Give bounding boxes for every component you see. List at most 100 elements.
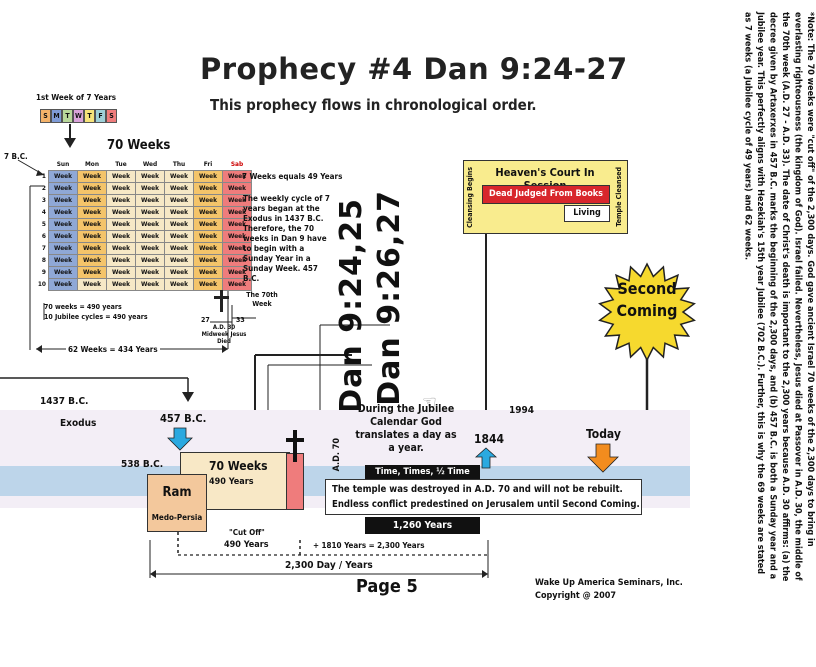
dead-judged-label: Dead Judged From Books (482, 185, 610, 204)
week-day-cell: S (40, 109, 51, 123)
week-cell: Week (164, 218, 194, 231)
week-cell: Week (106, 254, 136, 267)
weeks-column-header: Mon (84, 160, 99, 168)
week-cell: Week (77, 242, 107, 255)
row-number: 4 (41, 208, 46, 216)
week-cell: Week (135, 230, 165, 243)
jubilee-note: During the Jubilee Calendar God translat… (355, 403, 457, 454)
weeks-column-header: Wed (142, 160, 158, 168)
weeks-column-header: Thu (172, 160, 186, 168)
row-number: 10 (37, 280, 46, 288)
week-cell: Week (193, 278, 223, 291)
weeks-column-header: Tue (115, 160, 127, 168)
week-cell: Week (106, 218, 136, 231)
week-cell: Week (222, 266, 252, 279)
week-cell: Week (77, 206, 107, 219)
row-number: 9 (41, 268, 46, 276)
second-coming-starburst (598, 262, 696, 362)
week-cell: Week (106, 194, 136, 207)
week-cell: Week (106, 242, 136, 255)
row-number: 5 (41, 220, 46, 228)
row-number: 6 (41, 232, 46, 240)
week-cell: Week (48, 218, 78, 231)
week-day-cell: S (106, 109, 117, 123)
copyright: Copyright @ 2007 (535, 591, 617, 601)
week-day-cell: T (84, 109, 95, 123)
dan-label-1: Dan 9:24,25 (334, 198, 369, 414)
seventy-weeks-title: 70 Weeks (107, 138, 171, 153)
second-coming-label: Second Coming (616, 279, 678, 320)
row-number: 1 (41, 172, 46, 180)
week-cell: Week (48, 194, 78, 207)
week-cell: Week (164, 194, 194, 207)
week-day-cell: F (95, 109, 106, 123)
week-cell: Week (48, 182, 78, 195)
week-cell: Week (106, 206, 136, 219)
week-cell: Week (77, 254, 107, 267)
cross-right-year: 33 (236, 316, 245, 324)
week-cell: Week (48, 266, 78, 279)
ram-year: 538 B.C. (121, 459, 164, 470)
weeks-column-header: Sun (56, 160, 70, 168)
cut-off-label: "Cut Off" (229, 528, 265, 537)
decree-year: 457 B.C. (160, 412, 207, 425)
week-cell: Week (164, 278, 194, 291)
living-label: Living (564, 205, 610, 222)
week-cell: Week (193, 218, 223, 231)
totals-weeks: 70 weeks = 490 years (44, 303, 122, 311)
week-day-cell: M (51, 109, 62, 123)
week-cell: Week (135, 206, 165, 219)
seventieth-week-label: The 70th Week (246, 291, 278, 308)
week-cell: Week (48, 206, 78, 219)
week-cell: Week (135, 242, 165, 255)
week-cell: Week (106, 230, 136, 243)
week-day-cell: W (73, 109, 84, 123)
week-cell: Week (193, 242, 223, 255)
week-cell: Week (135, 194, 165, 207)
weeks-column-header: Fri (203, 160, 213, 168)
page-subtitle: This prophecy flows in chronological ord… (210, 96, 537, 114)
row-number: 7 (41, 244, 46, 252)
week-cell: Week (164, 182, 194, 195)
week-cell: Week (135, 218, 165, 231)
week-cell: Week (77, 170, 107, 183)
weeks-column-header: Sab (230, 160, 244, 168)
temple-cleansed-label: Temple Cleansed (615, 167, 623, 227)
today-label: Today (586, 427, 621, 441)
week-cell: Week (193, 182, 223, 195)
ram-box: Ram Medo-Persia (147, 474, 207, 532)
week-cell: Week (135, 170, 165, 183)
week-cell: Week (222, 170, 252, 183)
small-cross-icon (210, 290, 234, 316)
start-year-label: 7 B.C. (4, 152, 28, 161)
year-1844: 1844 (474, 432, 505, 446)
week-cell: Week (48, 230, 78, 243)
week-cell: Week (48, 278, 78, 291)
week-day-cell: T (62, 109, 73, 123)
week-cell: Week (77, 266, 107, 279)
first-week-label: 1st Week of 7 Years (36, 93, 117, 102)
medo-persia-label: Medo-Persia (151, 513, 203, 522)
twelve-sixty-label: 1,260 Years (365, 517, 480, 534)
week-cell: Week (135, 182, 165, 195)
week-cell: Week (48, 242, 78, 255)
heavens-court-box: Cleansing Begins Heaven's Court In Sessi… (463, 160, 628, 234)
pointing-hand-icon: ☜ (422, 392, 437, 413)
four-ninety-years: 490 Years (209, 477, 254, 487)
week-cell: Week (77, 218, 107, 231)
temple-note-1: The temple was destroyed in A.D. 70 and … (332, 484, 623, 495)
cut-off-years: 490 Years (224, 540, 269, 550)
week-cell: Week (164, 242, 194, 255)
week-cell: Week (106, 266, 136, 279)
week-cell: Week (164, 230, 194, 243)
seven-weeks-note: 7 Weeks equals 49 Years (242, 172, 343, 181)
week-cell: Week (106, 182, 136, 195)
cycle-note: The weekly cycle of 7 years began at the… (243, 194, 330, 283)
